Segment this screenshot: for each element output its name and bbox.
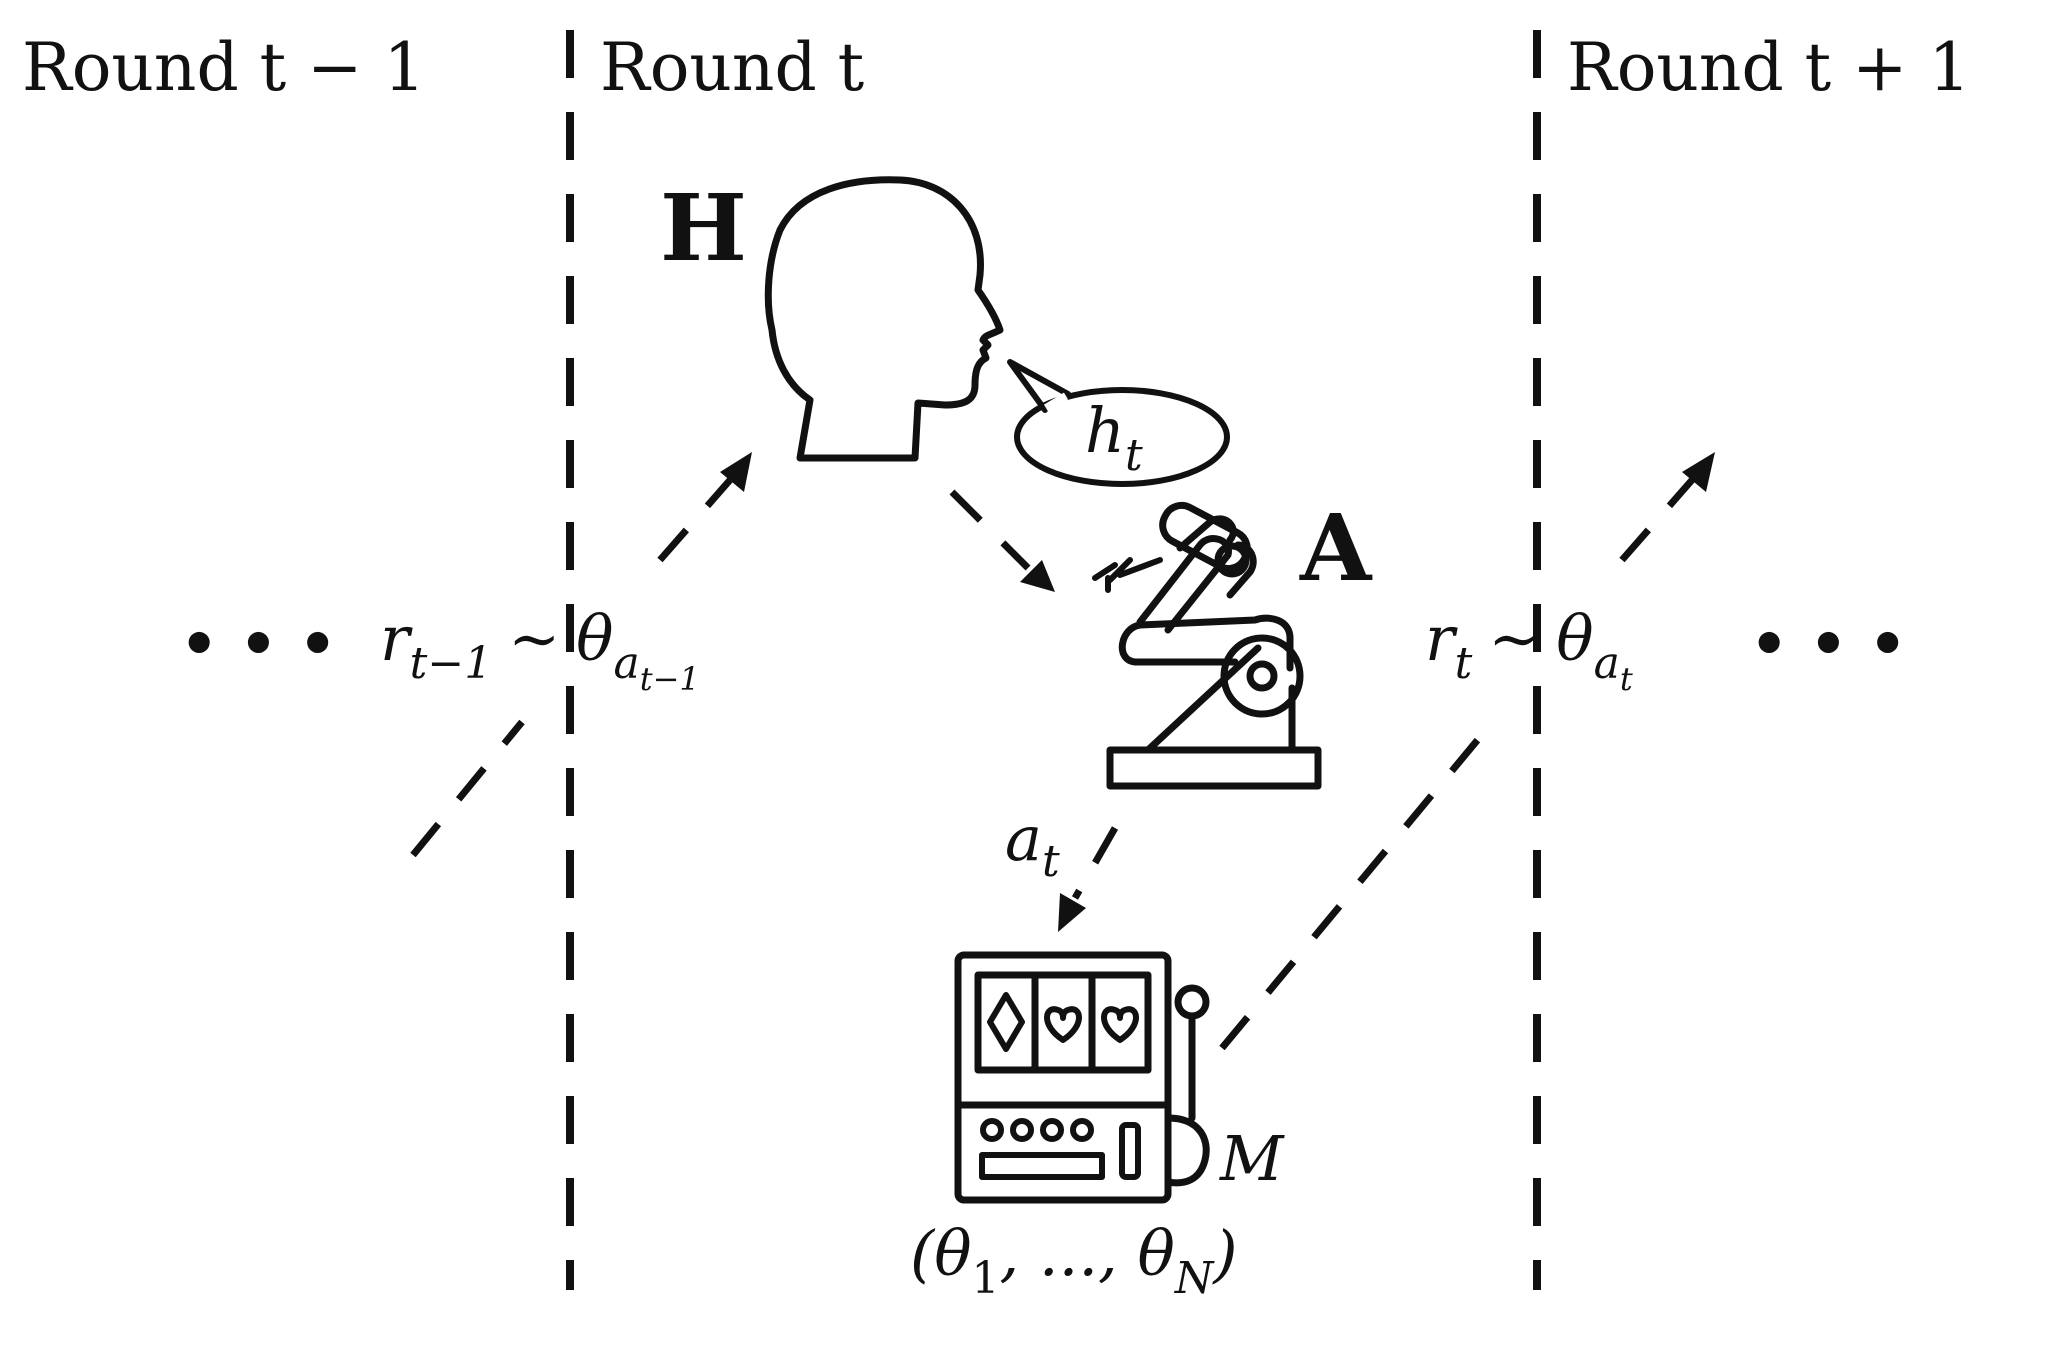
human-label: H <box>660 174 747 282</box>
arrow-agent-to-machine <box>1058 826 1119 932</box>
round-prev-text: Round t − 1 <box>22 29 425 106</box>
arrow-human-to-agent <box>949 489 1055 592</box>
speech-bubble-icon <box>1007 359 1230 487</box>
arrow-reward-curr-to-next-round <box>1619 452 1715 563</box>
round-prev-label: Round t − 1 <box>22 29 425 106</box>
slot-machine-icon <box>954 951 1210 1204</box>
speech-content: ht <box>1085 394 1143 481</box>
robot-arm-icon <box>1092 501 1322 790</box>
round-next-text: Round t + 1 <box>1567 29 1970 106</box>
ellipsis-right: • • • <box>1750 610 1907 680</box>
round-next-label: Round t + 1 <box>1567 29 1970 106</box>
dashed-link-prev-lower <box>410 719 525 858</box>
machine-label: M <box>1219 1122 1285 1195</box>
action-label: at <box>1005 802 1060 887</box>
agent-label: A <box>1299 494 1373 602</box>
dashed-link-machine-to-reward <box>1219 722 1493 1051</box>
arrow-reward-prev-to-human <box>657 452 752 563</box>
ellipsis-left: • • • <box>180 610 337 680</box>
reward-curr-label: rt∼θat <box>1425 602 1633 698</box>
round-curr-text: Round t <box>600 29 864 106</box>
round-curr-label: Round t <box>600 29 864 106</box>
reward-prev-label: rt−1∼θat−1 <box>380 602 700 698</box>
machine-params: (θ1, ..., θN) <box>910 1217 1238 1304</box>
human-head-icon <box>764 176 1004 462</box>
